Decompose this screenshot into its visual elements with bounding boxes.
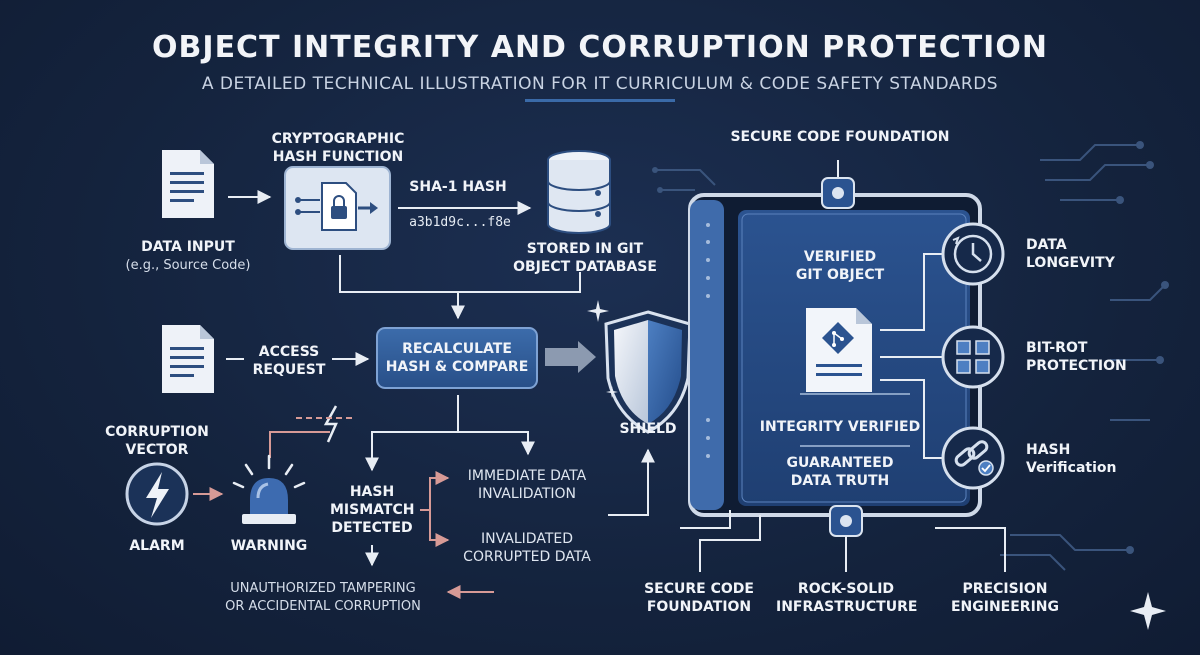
arrow-mismatch-invalidation [429, 471, 450, 510]
circuit-traces [655, 144, 1166, 571]
connector-merge [339, 255, 581, 293]
sparkle-icon [1130, 592, 1166, 630]
warning-path-up [269, 431, 330, 458]
sha-hash-label: SHA-1 HASH [409, 179, 507, 195]
feature-connectors [880, 253, 944, 459]
integrity-verified-label: INTEGRITY VERIFIED [759, 419, 921, 435]
connector-branch [371, 431, 529, 452]
panel-top-label: SECURE CODE FOUNDATION [730, 129, 950, 145]
link-check-icon [941, 426, 1005, 490]
panel-bottom-connector [829, 505, 863, 572]
warning-label: WARNING [230, 538, 308, 554]
clock-icon [941, 222, 1005, 286]
document-icon [162, 150, 214, 218]
shield-icon [604, 310, 692, 434]
page-subtitle: A DETAILED TECHNICAL ILLUSTRATION FOR IT… [201, 74, 999, 94]
siren-icon [232, 454, 306, 524]
database-icon [547, 150, 611, 234]
lightning-icon [125, 462, 189, 526]
data-input-example: (e.g., Source Code) [125, 258, 251, 273]
bit-grid-icon [941, 325, 1005, 389]
shield-label: SHIELD [619, 421, 677, 437]
panel-top-connector [821, 160, 855, 209]
sparkle-icon [587, 300, 618, 398]
page-title: OBJECT INTEGRITY AND CORRUPTION PROTECTI… [152, 30, 1048, 65]
arrow-mismatch-corrupted [429, 510, 450, 547]
arrow-invalidation-shield [608, 448, 655, 516]
document-icon [162, 325, 214, 393]
git-file-icon [806, 308, 872, 392]
bottom-connectors [680, 510, 1006, 572]
arrow-recalc-shield [545, 341, 596, 373]
subtitle-underline [525, 99, 675, 102]
data-input-label: DATA INPUT [141, 239, 235, 255]
break-bolt [323, 405, 338, 443]
sha-hash-value: a3b1d9c...f8e [409, 215, 511, 230]
recalc-hash-box [376, 327, 538, 389]
hash-function-box [284, 166, 391, 250]
alarm-label: ALARM [129, 538, 185, 554]
lock-file-icon [295, 182, 378, 231]
circuit-nodes [652, 141, 1169, 554]
